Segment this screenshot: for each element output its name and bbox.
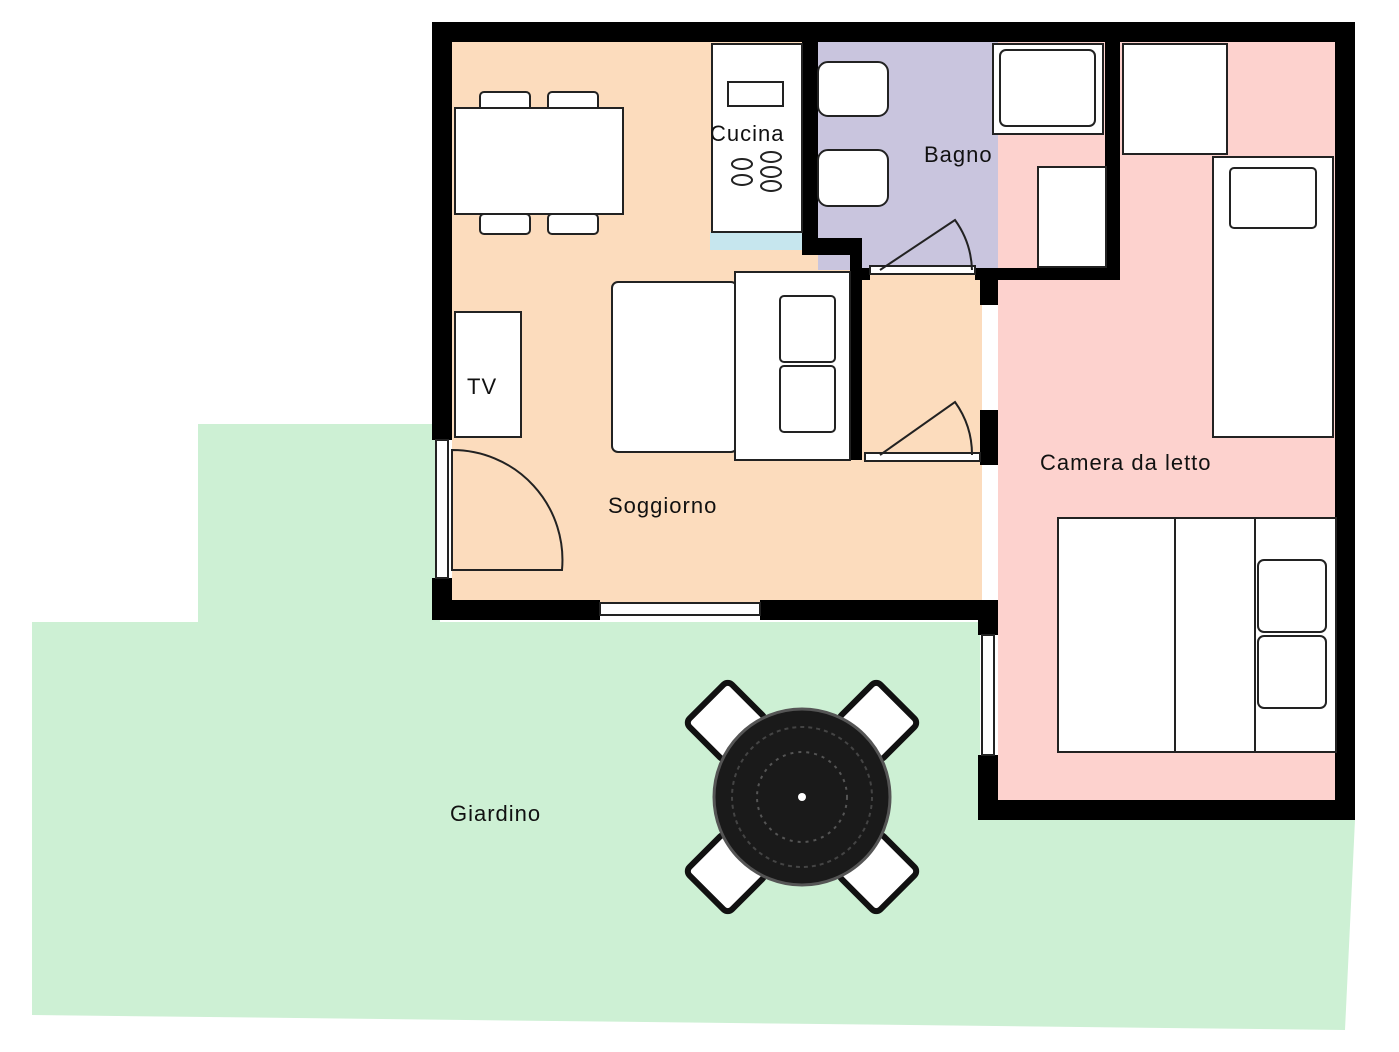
walls — [432, 22, 1355, 820]
tv-label: TV — [467, 374, 497, 399]
kitchen-counter — [711, 43, 803, 233]
openings — [435, 218, 995, 756]
bathroom-fixtures — [817, 43, 1107, 268]
label-camera: Camera da letto — [1040, 450, 1212, 475]
label-giardino: Giardino — [450, 801, 541, 826]
room-cucina — [710, 232, 802, 250]
label-bagno: Bagno — [924, 142, 993, 167]
garden-table — [684, 679, 920, 915]
bedroom-furniture — [1057, 43, 1337, 753]
dining-table — [454, 91, 624, 235]
sofa-bed — [611, 271, 851, 461]
tv-cabinet — [454, 311, 522, 438]
label-cucina: Cucina — [710, 121, 784, 146]
label-soggiorno: Soggiorno — [608, 493, 717, 518]
